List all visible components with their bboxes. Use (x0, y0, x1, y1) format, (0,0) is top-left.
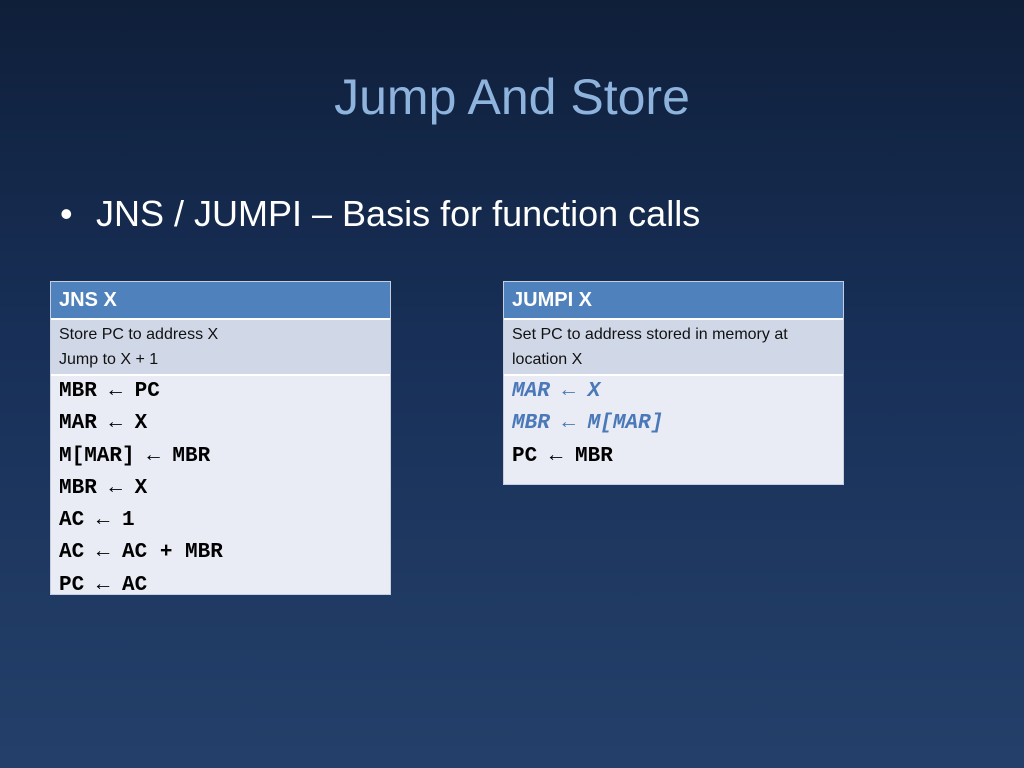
jumpi-table-description: Set PC to address stored in memory at lo… (504, 320, 843, 376)
jumpi-op-line: MBR ← M[MAR] (512, 412, 664, 436)
jns-desc-line: Jump to X + 1 (59, 351, 159, 368)
jns-op-line: AC ← 1 (59, 509, 135, 533)
jumpi-desc-line: Set PC to address stored in memory at (512, 326, 788, 343)
jns-op-line: AC ← AC + MBR (59, 541, 223, 565)
jumpi-table-header: JUMPI X (504, 282, 843, 320)
jns-desc-line: Store PC to address X (59, 326, 219, 343)
jns-op-line: MBR ← PC (59, 380, 160, 403)
jns-op-line: MBR ← X (59, 476, 148, 500)
jumpi-table: JUMPI X Set PC to address stored in memo… (503, 281, 844, 485)
jns-op-line: MAR ← X (59, 412, 148, 436)
jns-table-header: JNS X (51, 282, 390, 320)
jns-table: JNS X Store PC to address X Jump to X + … (50, 281, 391, 597)
jns-op-line: M[MAR] ← MBR (59, 444, 211, 468)
bullet-icon: • (60, 193, 73, 234)
jumpi-desc-line: location X (512, 351, 583, 368)
jumpi-op-line: MAR ← X (512, 380, 601, 403)
jumpi-table-body: MAR ← X MBR ← M[MAR] PC ← MBR (504, 376, 843, 473)
slide-title: Jump And Store (334, 69, 690, 125)
jns-op-line: PC ← AC (59, 573, 148, 597)
bullet-text: JNS / JUMPI – Basis for function calls (96, 193, 701, 234)
jumpi-op-line: PC ← MBR (512, 444, 613, 468)
bullet-item: • JNS / JUMPI – Basis for function calls (60, 190, 700, 238)
jns-table-body: MBR ← PC MAR ← X M[MAR] ← MBR MBR ← X AC… (51, 376, 390, 602)
jns-table-description: Store PC to address X Jump to X + 1 (51, 320, 390, 376)
